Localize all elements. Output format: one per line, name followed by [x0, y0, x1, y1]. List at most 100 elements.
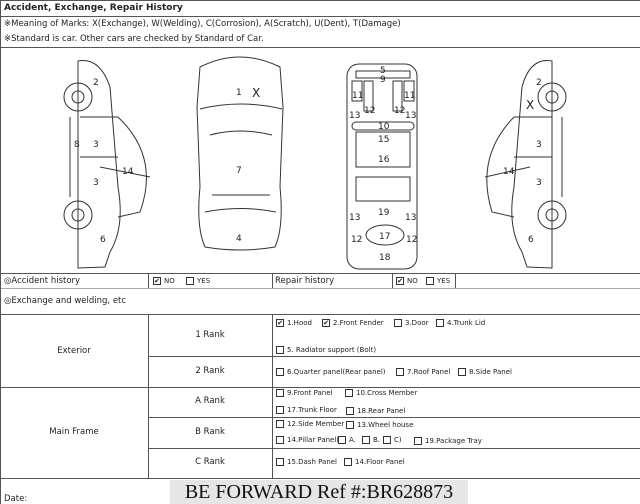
rank-2-label: 2 Rank [195, 366, 225, 376]
standard-note: ※Standard is car. Other cars are checked… [4, 34, 264, 44]
svg-text:13: 13 [405, 213, 416, 223]
option-rear-panel[interactable]: 18.Rear Panel [346, 407, 405, 415]
exchange-welding-label: ◎Exchange and welding, etc [4, 296, 127, 306]
rank-1-label: 1 Rank [195, 330, 225, 340]
option-roof-panel[interactable]: 7.Roof Panel [396, 368, 450, 376]
checkbox[interactable] [276, 346, 284, 354]
checkbox[interactable] [276, 406, 284, 414]
option-package-tray[interactable]: 19.Package Tray [414, 437, 482, 445]
svg-text:15: 15 [378, 135, 389, 145]
svg-text:12: 12 [364, 106, 375, 116]
accident-history-label: ◎Accident history [4, 276, 81, 286]
option-pillar-b[interactable]: B. [362, 436, 380, 444]
svg-text:7: 7 [236, 166, 242, 176]
repair-no-option[interactable]: ✔NO [396, 277, 418, 285]
svg-text:3: 3 [93, 178, 99, 188]
option-pillar-a[interactable]: A. [338, 436, 356, 444]
option-pillar-panel[interactable]: 14.Pillar Panel( [276, 436, 339, 444]
option-quarter-panel[interactable]: 6.Quarter panel(Rear panel) [276, 368, 386, 376]
option-hood[interactable]: ✔1.Hood [276, 319, 312, 327]
svg-text:12: 12 [394, 106, 405, 116]
checkbox-checked[interactable]: ✔ [276, 319, 284, 327]
svg-text:3: 3 [536, 178, 542, 188]
option-cross-member[interactable]: 10.Cross Member [345, 389, 417, 397]
exterior-label: Exterior [57, 346, 91, 356]
checkbox[interactable] [426, 277, 434, 285]
svg-text:16: 16 [378, 155, 390, 165]
checkbox[interactable] [396, 368, 404, 376]
svg-text:3: 3 [536, 140, 542, 150]
option-front-panel[interactable]: 9.Front Panel [276, 389, 333, 397]
svg-text:13: 13 [349, 111, 360, 121]
option-floor-panel[interactable]: 14.Floor Panel [344, 458, 405, 466]
checkbox-checked[interactable]: ✔ [396, 277, 404, 285]
checkbox[interactable] [344, 458, 352, 466]
car-side-right: 2 X 3 3 14 6 [484, 60, 567, 269]
option-trunk-floor[interactable]: 17.Trunk Floor [276, 406, 337, 414]
checkbox[interactable] [186, 277, 194, 285]
marks-note: ※Meaning of Marks: X(Exchange), W(Weldin… [4, 19, 401, 29]
svg-text:6: 6 [528, 235, 534, 245]
option-side-panel[interactable]: 8.Side Panel [458, 368, 512, 376]
checkbox[interactable] [276, 458, 284, 466]
svg-text:12: 12 [406, 235, 417, 245]
checkbox-checked[interactable]: ✔ [153, 277, 161, 285]
svg-text:19: 19 [378, 208, 390, 218]
car-top-view: 1 X 7 4 [196, 56, 284, 251]
checkbox[interactable] [276, 368, 284, 376]
svg-text:11: 11 [352, 91, 363, 101]
checkbox[interactable] [458, 368, 466, 376]
main-frame-label: Main Frame [49, 427, 99, 437]
watermark-ref: BE FORWARD Ref #:BR628873 [170, 480, 468, 504]
option-side-member[interactable]: 12.Side Member [276, 420, 344, 428]
repair-history-label: Repair history [275, 276, 335, 286]
option-wheel-house[interactable]: 13.Wheel house [346, 421, 413, 429]
checkbox[interactable] [276, 436, 284, 444]
car-diagram: 2 8 3 3 14 6 1 X 7 4 5 9 11 11 12 12 13 … [63, 56, 567, 270]
checkbox[interactable] [345, 389, 353, 397]
option-pillar-c[interactable]: C) [383, 436, 402, 444]
checkbox[interactable] [276, 420, 284, 428]
accident-yes-option[interactable]: YES [186, 277, 210, 285]
svg-text:10: 10 [378, 122, 390, 132]
svg-text:6: 6 [100, 235, 106, 245]
accident-no-option[interactable]: ✔NO [153, 277, 175, 285]
option-trunk-lid[interactable]: 4.Trunk Lid [436, 319, 485, 327]
date-label: Date: [4, 494, 28, 504]
svg-text:2: 2 [93, 78, 99, 88]
car-underside-view: 5 9 11 11 12 12 13 13 10 15 16 19 13 13 … [346, 63, 418, 270]
rank-a-label: A Rank [195, 396, 225, 406]
repair-yes-option[interactable]: YES [426, 277, 450, 285]
svg-text:9: 9 [380, 75, 386, 85]
option-radiator-support[interactable]: 5. Radiator support (Bolt) [276, 346, 376, 354]
svg-text:17: 17 [379, 232, 390, 242]
svg-text:8: 8 [74, 140, 80, 150]
option-front-fender[interactable]: ✔2.Front Fender [322, 319, 384, 327]
svg-text:11: 11 [404, 91, 415, 101]
option-door[interactable]: 3.Door [394, 319, 429, 327]
checkbox[interactable] [276, 389, 284, 397]
checkbox[interactable] [338, 436, 346, 444]
rank-c-label: C Rank [195, 457, 225, 467]
svg-text:3: 3 [93, 140, 99, 150]
svg-text:X: X [252, 86, 260, 100]
checkbox-checked[interactable]: ✔ [322, 319, 330, 327]
svg-text:5: 5 [380, 66, 386, 76]
checkbox[interactable] [414, 437, 422, 445]
svg-text:13: 13 [349, 213, 360, 223]
option-dash-panel[interactable]: 15.Dash Panel [276, 458, 337, 466]
svg-text:1: 1 [236, 88, 242, 98]
checkbox[interactable] [394, 319, 402, 327]
svg-text:13: 13 [405, 111, 416, 121]
checkbox[interactable] [383, 436, 391, 444]
checkbox[interactable] [436, 319, 444, 327]
section-title: Accident, Exchange, Repair History [4, 3, 183, 13]
checkbox[interactable] [346, 407, 354, 415]
car-side-left: 2 8 3 3 14 6 [63, 60, 151, 269]
checkbox[interactable] [362, 436, 370, 444]
checkbox[interactable] [346, 421, 354, 429]
svg-text:12: 12 [351, 235, 362, 245]
svg-text:4: 4 [236, 234, 242, 244]
svg-text:X: X [526, 98, 534, 112]
svg-text:2: 2 [536, 78, 542, 88]
